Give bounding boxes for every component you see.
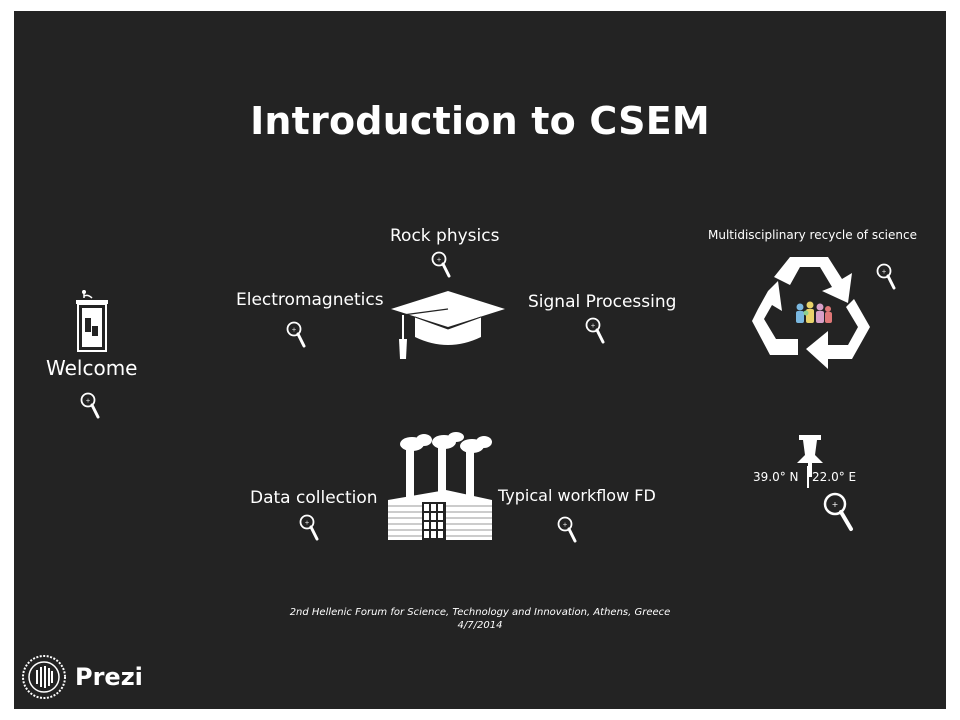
signal-processing-label: Signal Processing [528,292,677,312]
footer-event: 2nd Hellenic Forum for Science, Technolo… [289,607,671,618]
location-magnifier-icon[interactable]: + [823,491,857,535]
svg-text:+: + [832,500,839,509]
svg-text:+: + [436,257,441,264]
prezi-logo-icon[interactable] [21,654,67,700]
typical-workflow-label: Typical workflow FD [498,486,656,505]
podium-icon [76,290,108,352]
slide-title: Introduction to CSEM [250,99,710,143]
svg-text:+: + [304,520,309,527]
typical-workflow-magnifier-icon[interactable]: + [557,514,581,546]
pushpin-icon [797,435,823,477]
footer-date: 4/7/2014 [457,620,503,631]
data-collection-magnifier-icon[interactable]: + [299,512,323,544]
multidisciplinary-magnifier-icon[interactable]: + [876,261,900,293]
coordinate-divider [807,466,809,488]
slide-canvas: Introduction to CSEM Welcome + Rock phys… [14,11,946,709]
graduation-cap-icon [391,291,505,359]
electromagnetics-magnifier-icon[interactable]: + [286,319,310,351]
recycle-icon [752,257,870,369]
svg-text:+: + [291,327,296,334]
multidisciplinary-label: Multidisciplinary recycle of science [708,228,917,242]
prezi-brand-label[interactable]: Prezi [75,663,143,691]
longitude-label: 22.0° E [812,470,857,484]
welcome-label: Welcome [46,356,138,380]
factory-icon [388,432,492,540]
data-collection-label: Data collection [250,488,378,508]
signal-processing-magnifier-icon[interactable]: + [585,315,609,347]
rock-physics-label: Rock physics [390,226,500,246]
svg-text:+: + [590,323,595,330]
rock-physics-magnifier-icon[interactable]: + [431,249,455,281]
svg-text:+: + [85,398,90,405]
welcome-magnifier-icon[interactable]: + [80,390,104,422]
latitude-label: 39.0° N [753,470,799,484]
electromagnetics-label: Electromagnetics [236,290,384,310]
svg-text:+: + [562,522,567,529]
svg-text:+: + [881,269,886,276]
